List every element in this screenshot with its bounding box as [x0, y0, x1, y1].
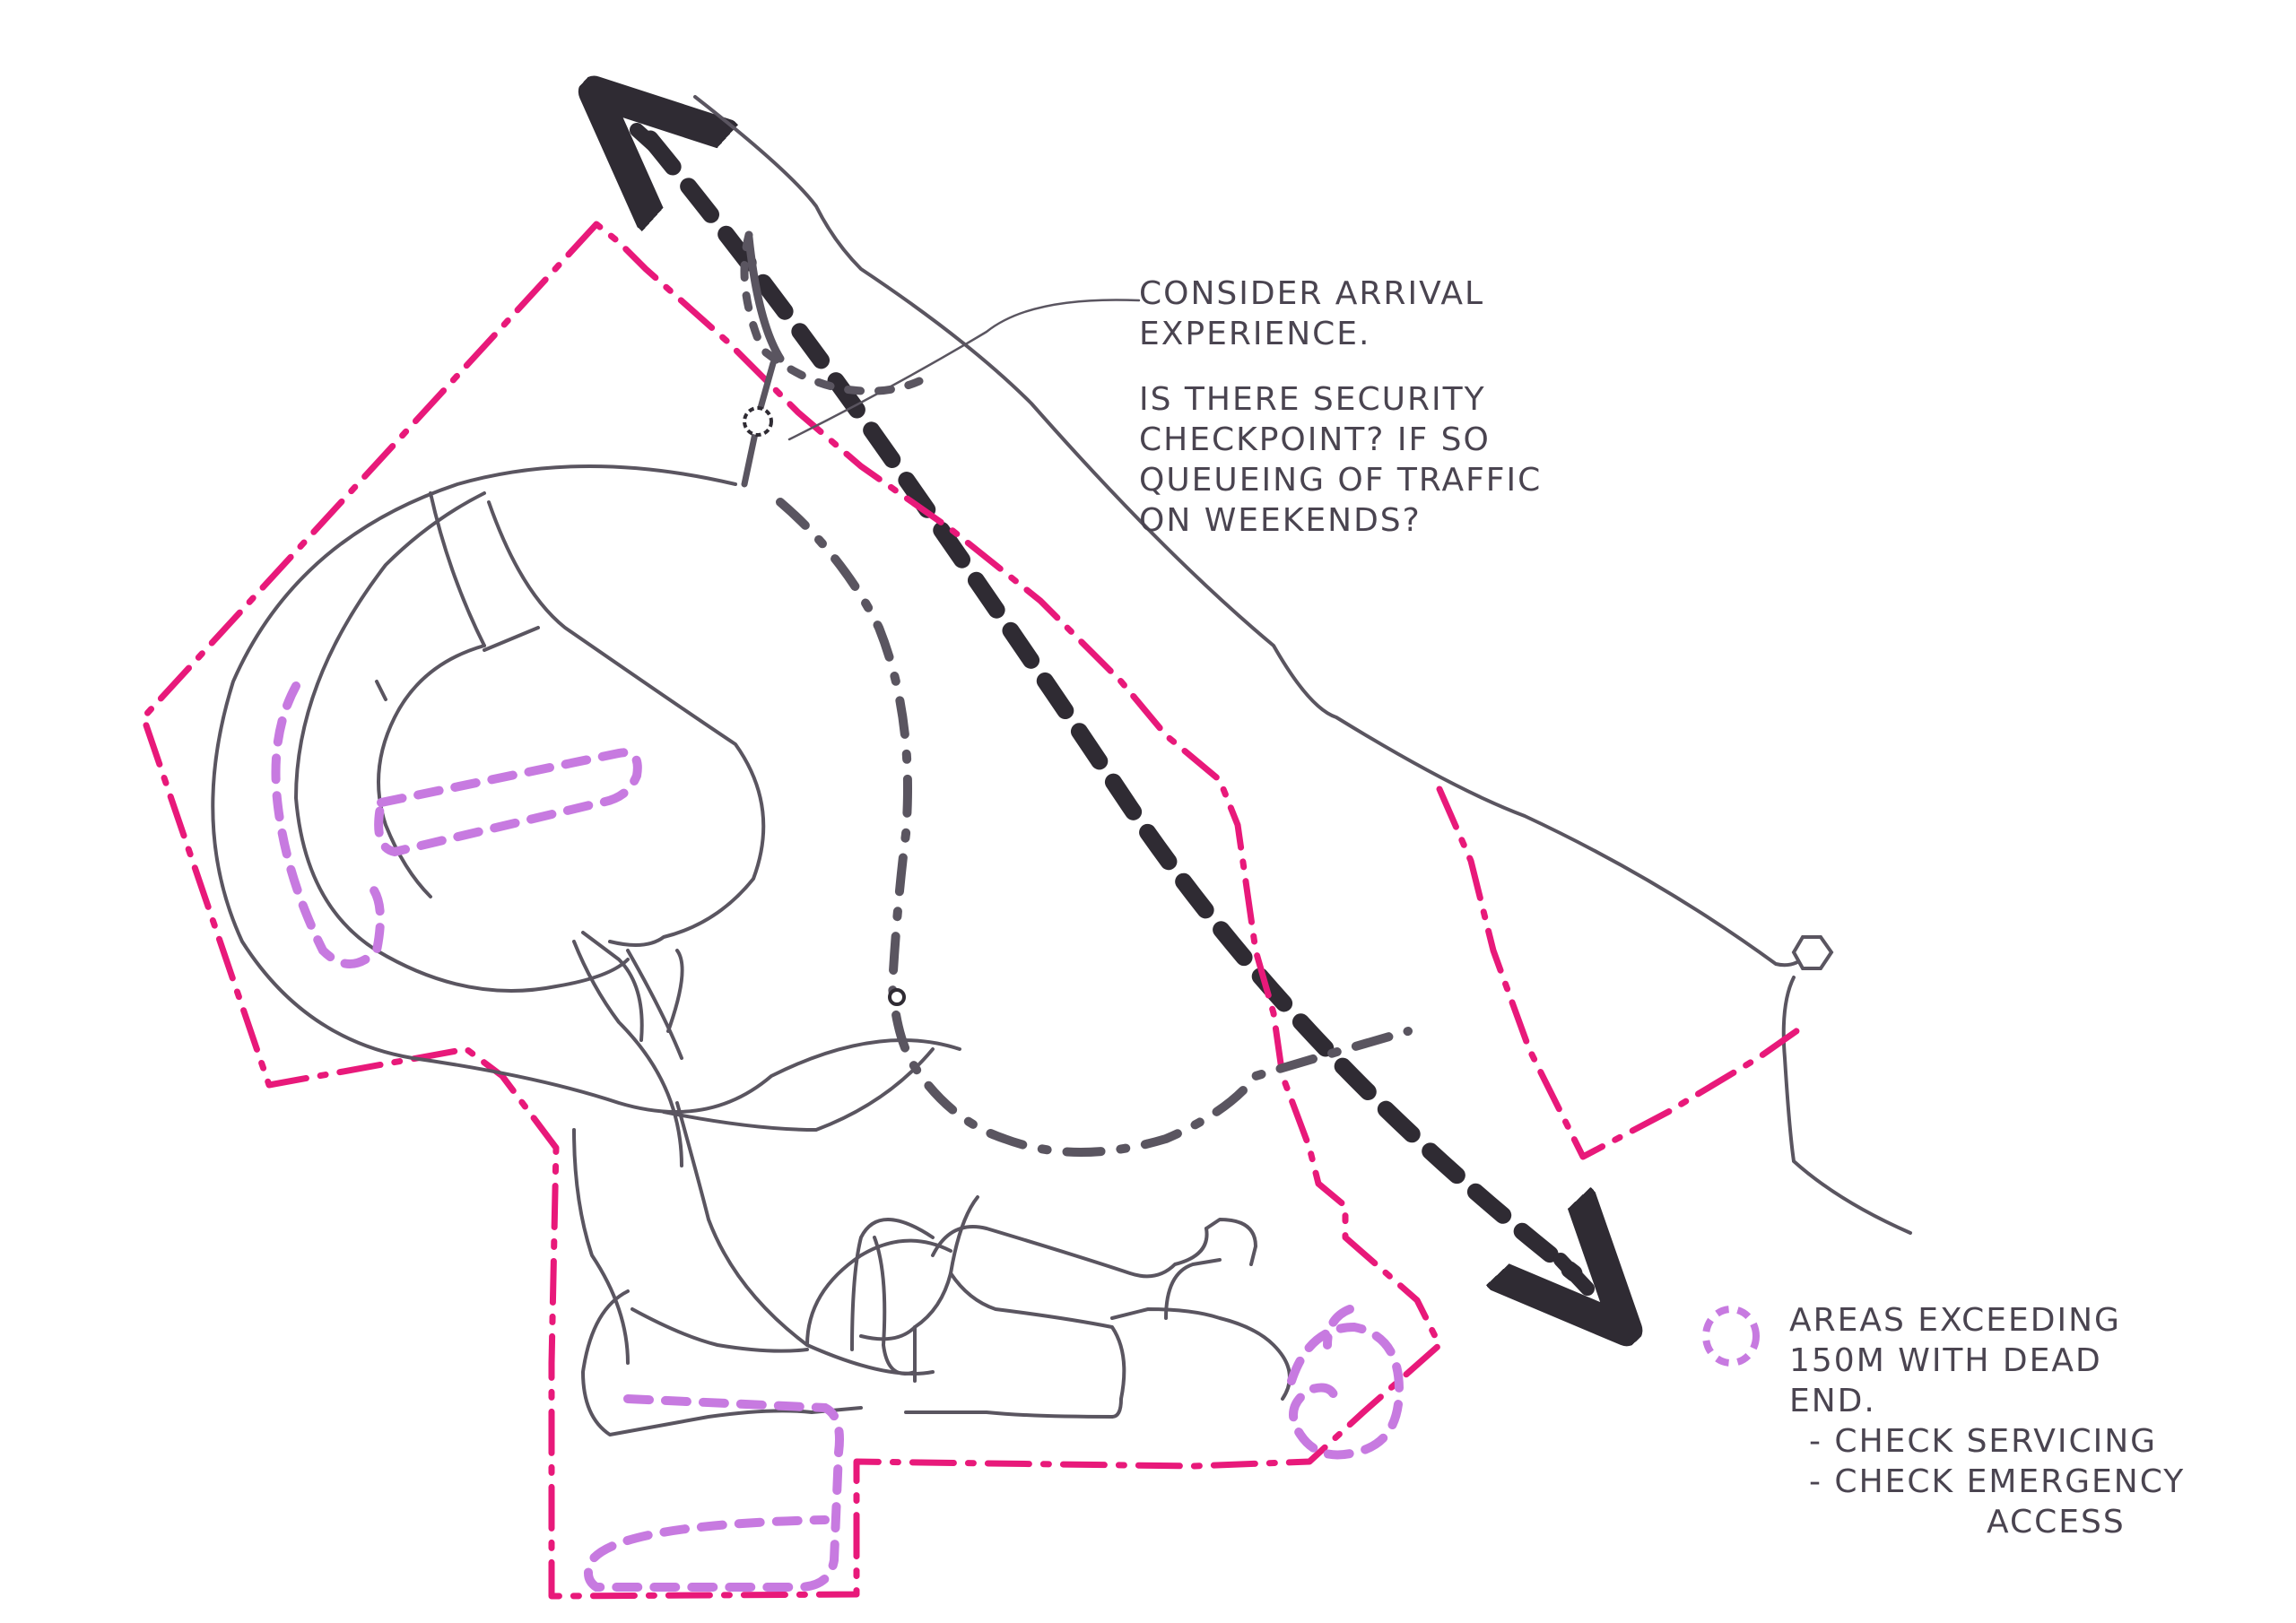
arrival-loop: [740, 230, 924, 488]
access-road-arrow: [637, 130, 1587, 1289]
legend-note-line-4: - CHECK SERVICING: [1809, 1423, 2158, 1460]
arrival-note: CONSIDER ARRIVAL EXPERIENCE. IS THERE SE…: [1139, 273, 1542, 541]
site-boundary: [140, 221, 1443, 1600]
site-boundary-east: [1436, 785, 1806, 1160]
east-end-node: [1781, 935, 1912, 1235]
internal-dashed-route: [776, 498, 1413, 1157]
natural-edge-line: [693, 95, 1809, 968]
dead-end-zones: [271, 681, 1405, 1592]
legend-dead-end-symbol: [1702, 1306, 1760, 1367]
arrival-note-line-5: QUEUEING OF TRAFFIC: [1139, 462, 1543, 499]
note-leader-line: [787, 299, 1141, 441]
arrival-note-line-6: ON WEEKENDS?: [1139, 502, 1422, 539]
legend-note-line-5: - CHECK EMERGENCY: [1809, 1463, 2186, 1500]
internal-node: [888, 988, 906, 1006]
road-network: [211, 464, 1292, 1436]
legend-note-line-2: 150M WITH DEAD: [1789, 1342, 2102, 1379]
arrival-note-line-1: CONSIDER ARRIVAL: [1139, 275, 1485, 312]
legend-note: AREAS EXCEEDING 150M WITH DEAD END. - CH…: [1789, 1300, 2185, 1542]
arrival-note-line-3: IS THERE SECURITY: [1139, 381, 1486, 418]
legend-note-line-1: AREAS EXCEEDING: [1789, 1302, 2121, 1339]
legend-note-line-6: ACCESS: [1987, 1504, 2126, 1541]
checkpoint-circle: [743, 406, 773, 437]
arrival-note-line-4: CHECKPOINT? IF SO: [1139, 421, 1491, 458]
arrival-note-line-2: EXPERIENCE.: [1139, 316, 1371, 352]
legend-note-line-3: END.: [1789, 1383, 1876, 1419]
